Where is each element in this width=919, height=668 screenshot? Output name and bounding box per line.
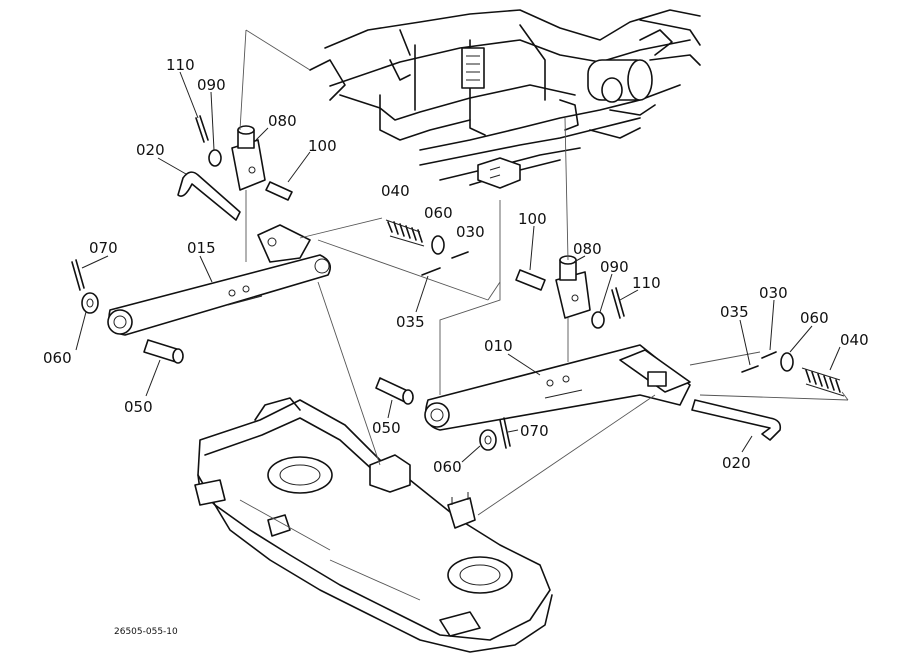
spring-040-lower: [801, 367, 845, 397]
label-015: 015: [187, 239, 216, 257]
holder-080-right: [555, 255, 591, 319]
handle-pin-020-right: [691, 399, 782, 441]
arm-bracket: [257, 224, 311, 263]
label-020-left: 020: [136, 141, 165, 159]
label-100-left: 100: [308, 137, 337, 155]
washer-060-lower: [780, 352, 794, 372]
lift-arm-015: [108, 254, 331, 336]
arm-015-bushing: [107, 309, 133, 335]
label-110-left: 110: [166, 56, 195, 74]
cotter-pin-110-right: [611, 287, 625, 319]
label-110-right: 110: [632, 274, 661, 292]
washer-060-right-lower: [479, 429, 497, 451]
label-leaders: [75, 71, 841, 463]
label-030-lower: 030: [759, 284, 788, 302]
cotter-pin-070-left: [71, 259, 85, 291]
label-050-left: 050: [124, 398, 153, 416]
pin-050-right: [375, 377, 414, 405]
washer-060-upper: [431, 235, 445, 255]
callout-labels: 110 090 080 100 020 040 060 030 070 015 …: [43, 56, 869, 637]
label-040-upper: 040: [381, 182, 410, 200]
spring-040-upper: [385, 219, 425, 247]
label-060-lower: 060: [800, 309, 829, 327]
label-040-lower: 040: [840, 331, 869, 349]
handle-pin-020-left: [177, 171, 241, 221]
label-090-right: 090: [600, 258, 629, 276]
pin-100-right: [515, 269, 546, 291]
label-100-right: 100: [518, 210, 547, 228]
cotter-pin-110-left: [195, 115, 209, 143]
washer-090-left: [208, 149, 222, 167]
arm-010-bushing: [424, 402, 450, 428]
label-060-left: 060: [43, 349, 72, 367]
label-020-right: 020: [722, 454, 751, 472]
label-035-upper: 035: [396, 313, 425, 331]
label-070-left: 070: [89, 239, 118, 257]
label-035-lower: 035: [720, 303, 749, 321]
spring-pin-035-upper: [421, 267, 441, 276]
label-060-right: 060: [433, 458, 462, 476]
label-070-right: 070: [520, 422, 549, 440]
label-080-left: 080: [268, 112, 297, 130]
right-assembly: [375, 117, 849, 516]
holder-080-left: [231, 125, 266, 191]
label-060-upper: 060: [424, 204, 453, 222]
pin-100-left: [265, 181, 293, 201]
washer-060-left: [81, 292, 99, 314]
pin-050-left: [143, 339, 184, 364]
spring-pin-035-lower: [741, 365, 759, 373]
spring-pin-030-lower: [761, 351, 777, 359]
label-080-right: 080: [573, 240, 602, 258]
drawing-code: 26505-055-10: [114, 627, 178, 637]
washer-090-right: [591, 311, 605, 329]
spring-pin-030-upper: [451, 251, 469, 259]
label-090-left: 090: [197, 76, 226, 94]
left-assembly: [71, 29, 501, 466]
mower-deck: [194, 397, 553, 653]
label-010: 010: [484, 337, 513, 355]
tractor-frame: [309, 9, 701, 189]
label-050-right: 050: [372, 419, 401, 437]
cotter-pin-070-right: [499, 417, 511, 449]
label-030-upper: 030: [456, 223, 485, 241]
